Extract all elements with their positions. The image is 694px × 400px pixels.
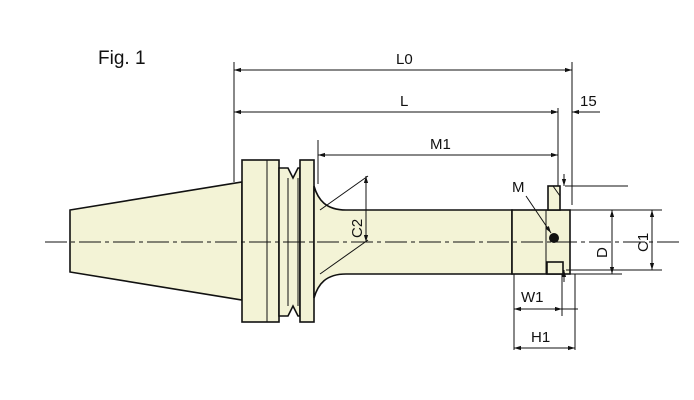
L-label: L	[400, 93, 408, 110]
W1-label: W1	[521, 289, 544, 306]
flange-left	[241, 159, 280, 323]
L-offset-label: 15	[580, 93, 597, 110]
insert	[547, 185, 561, 211]
taper-shank	[69, 181, 243, 301]
flange-right	[299, 159, 315, 323]
L0-label: L0	[396, 51, 413, 68]
H1-label: H1	[531, 329, 550, 346]
figure-caption: Fig. 1	[98, 48, 146, 69]
M1-label: M1	[430, 136, 451, 153]
bottom-clamp	[546, 261, 564, 275]
D-label: D	[594, 247, 611, 258]
set-screw-icon	[549, 233, 559, 243]
M-label: M	[512, 179, 525, 196]
C2-label: C2	[349, 219, 366, 238]
tool-body	[69, 159, 571, 323]
C1-label: C1	[635, 233, 652, 252]
